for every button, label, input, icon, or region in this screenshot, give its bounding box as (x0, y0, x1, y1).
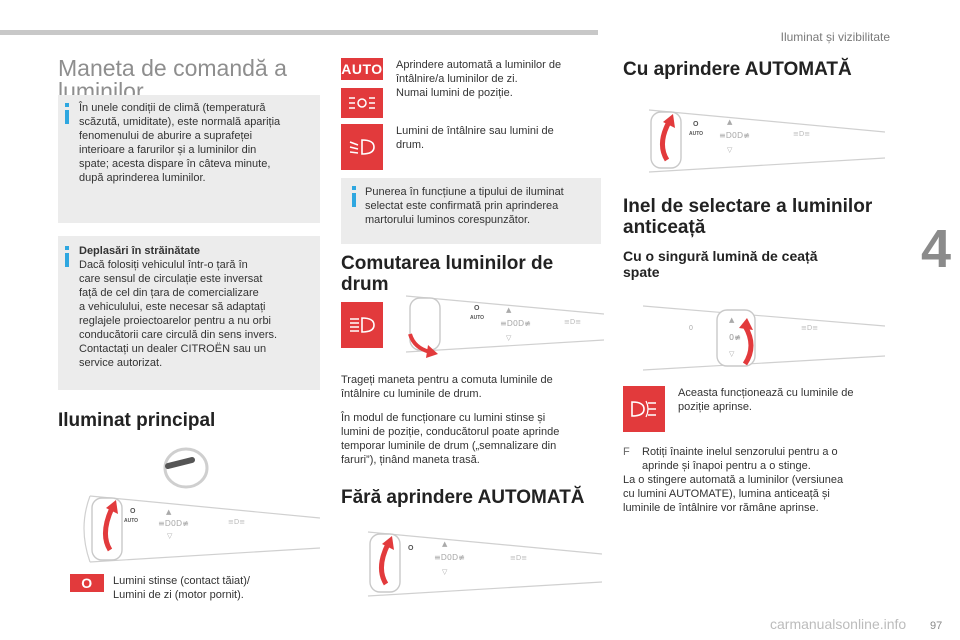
info-marker-dot (65, 103, 69, 107)
flash-description: În modul de funcționare cu lumini stinse… (341, 412, 560, 466)
fog-ring-diagram: 0 ▲ 0≢ ▽ ≡D≡ (633, 300, 885, 374)
section-title-beam-switch: Comutarea luminilor de drum (341, 253, 554, 295)
section-title-fog-ring: Inel de selectare a luminilor anticeață (623, 196, 873, 238)
info-marker-dot (352, 186, 356, 190)
svg-text:▲: ▲ (506, 306, 512, 314)
svg-text:≡D0D≢: ≡D0D≢ (500, 319, 531, 328)
stalk-diagram-with-auto: O AUTO ≡D0D≢ ▲ ▽ ≡D≡ (633, 104, 885, 176)
svg-text:≡D0D≢: ≡D0D≢ (719, 131, 750, 140)
svg-text:▲: ▲ (166, 508, 172, 516)
fog-ring-instructions: F Rotiți înainte inelul senzorului pentr… (623, 446, 844, 514)
svg-text:▽: ▽ (506, 334, 512, 342)
fog-light-description: Aceasta funcționează cu luminile de pozi… (678, 387, 854, 413)
svg-text:≡D≡: ≡D≡ (793, 130, 810, 138)
lights-off-indicator: O (70, 574, 104, 592)
stalk-diagram-without-auto: O ≡D0D≢ ▲ ▽ ≡D≡ (352, 526, 602, 600)
svg-text:O: O (408, 545, 414, 552)
chapter-tab: 4 (912, 218, 960, 280)
svg-text:O: O (130, 508, 136, 515)
rear-fog-light-icon (623, 386, 665, 432)
note-confirmation: Punerea în funcțiune a tipului de ilumin… (365, 186, 564, 226)
section-title-main-lighting: Iluminat principal (58, 410, 216, 431)
auto-lights-description: Aprindere automată a luminilor de întâln… (396, 59, 562, 99)
info-marker-dot (65, 246, 69, 250)
svg-text:▽: ▽ (729, 350, 735, 358)
note-box-travel (58, 236, 320, 390)
info-marker-bar (65, 253, 69, 267)
note-box-condensation (58, 95, 320, 223)
svg-text:0: 0 (689, 325, 693, 332)
svg-text:▽: ▽ (727, 146, 733, 154)
svg-text:O: O (693, 121, 699, 128)
svg-text:AUTO: AUTO (689, 131, 703, 137)
info-marker-bar (352, 193, 356, 207)
svg-text:≡D0D≢: ≡D0D≢ (158, 519, 189, 528)
svg-text:≡D0D≢: ≡D0D≢ (434, 553, 465, 562)
section-title-without-auto: Fără aprindere AUTOMATĂ (341, 487, 585, 508)
svg-text:≡D≡: ≡D≡ (801, 324, 818, 332)
svg-text:≡D≡: ≡D≡ (228, 518, 245, 526)
pull-arrow-icon (404, 330, 440, 360)
section-header: Iluminat și vizibilitate (780, 30, 890, 44)
lighting-stalk-diagram: O AUTO ≡D0D≢ ▲ ▽ ≡D≡ (70, 488, 320, 568)
svg-text:AUTO: AUTO (124, 518, 138, 524)
beam-pull-description: Trageți maneta pentru a comuta luminile … (341, 374, 553, 400)
svg-text:▽: ▽ (442, 568, 448, 576)
bullet-marker: F (623, 446, 630, 458)
low-beam-icon (341, 124, 383, 170)
steering-wheel-icon (158, 446, 210, 490)
svg-text:▲: ▲ (727, 118, 733, 126)
svg-text:O: O (474, 305, 480, 312)
note-condensation: În unele condiții de climă (temperatură … (79, 102, 281, 184)
page-number: 97 (930, 620, 943, 632)
position-lights-icon (341, 88, 383, 118)
lights-off-description: Lumini stinse (contact tăiat)/ Lumini de… (113, 575, 250, 601)
svg-text:0≢: 0≢ (729, 333, 741, 342)
note-travel: Deplasări în străinătate Dacă folosiți v… (79, 245, 278, 369)
subtitle-single-rear-fog: Cu o singură lumină de ceață spate (623, 248, 818, 280)
info-marker-bar (65, 110, 69, 124)
svg-text:▲: ▲ (729, 316, 735, 324)
high-beam-icon (341, 302, 383, 348)
note-box-confirmation (341, 178, 601, 244)
section-title-with-auto: Cu aprindere AUTOMATĂ (623, 59, 852, 80)
chapter-number: 4 (920, 219, 952, 279)
svg-text:AUTO: AUTO (470, 315, 484, 321)
svg-text:≡D≡: ≡D≡ (564, 318, 581, 326)
header-bar (0, 30, 598, 35)
beam-switch-stalk-diagram: O AUTO ≡D0D≢ ▲ ▽ ≡D≡ (392, 292, 604, 356)
auto-lights-indicator: AUTO (341, 58, 383, 80)
low-beam-description: Lumini de întâlnire sau lumini de drum. (396, 125, 554, 151)
svg-text:▲: ▲ (442, 540, 448, 548)
svg-text:▽: ▽ (167, 532, 173, 540)
footer-watermark: carmanualsonline.info (770, 616, 907, 632)
svg-text:≡D≡: ≡D≡ (510, 554, 527, 562)
